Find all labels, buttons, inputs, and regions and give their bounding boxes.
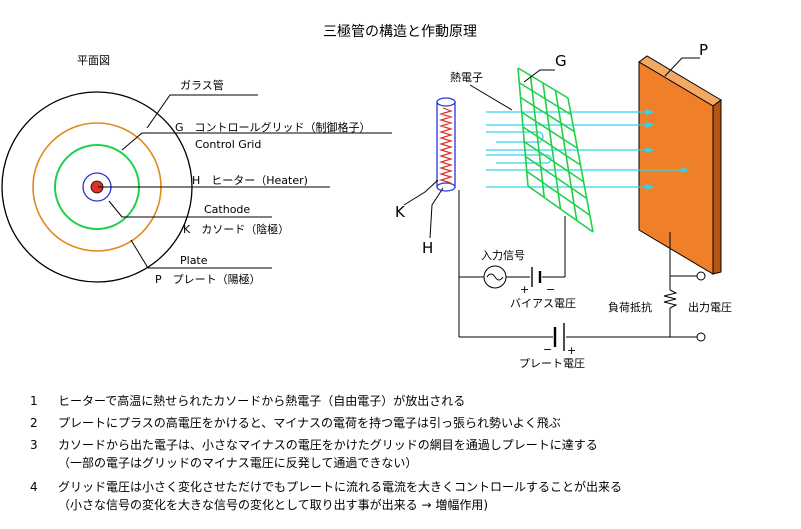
grid-wire-horizontal <box>526 170 591 216</box>
heater-letter-leader <box>429 187 444 239</box>
cathode-label-jp: K カソード（陰極） <box>183 222 289 236</box>
grid-wire-horizontal <box>525 155 588 200</box>
electron-arrowhead <box>646 147 655 153</box>
grid-wire-horizontal <box>518 82 572 116</box>
grid-wire-horizontal <box>521 111 578 149</box>
cathode-leader <box>108 200 272 218</box>
cathode-letter-leader <box>403 179 439 206</box>
cathode-bottom <box>436 182 456 192</box>
plate-minus-sign: − <box>543 343 552 356</box>
grid-letter-leader <box>523 69 555 83</box>
triode-side-view: P G 熱電子 K H <box>395 41 732 370</box>
note-line: （一部の電子はグリッドのマイナス電圧に反発して通過できない） <box>58 455 417 470</box>
glass-label: ガラス管 <box>180 78 224 92</box>
sine-wave-icon <box>486 273 504 281</box>
note-number: 2 <box>30 416 38 430</box>
glass-leader <box>146 94 258 129</box>
electron-arrowhead <box>681 167 690 173</box>
plan-view: 平面図 ガラス管 G コントロールグリッド（制御格子） Control Grid… <box>1 54 392 286</box>
cathode-top <box>436 97 456 107</box>
plate-label-jp: P プレート（陽極） <box>155 272 261 286</box>
plate-letter-leader <box>664 57 700 77</box>
grid-wire-horizontal <box>517 67 569 99</box>
input-signal-label: 入力信号 <box>481 249 525 262</box>
page-title: 三極管の構造と作動原理 <box>323 24 477 40</box>
bias-plus-sign: + <box>520 283 529 296</box>
circuit-wires <box>458 190 697 338</box>
plate <box>638 61 714 275</box>
plate-label-en: Plate <box>180 254 208 267</box>
grid-wire-horizontal <box>527 185 594 233</box>
electron-arrowhead <box>646 109 655 115</box>
thermal-electron-leader <box>469 84 513 111</box>
electron-arrowhead <box>646 122 655 128</box>
cathode-cylinder <box>436 101 456 188</box>
note-number: 1 <box>30 394 38 408</box>
plate-letter: P <box>699 41 708 59</box>
grid-label-jp: G コントロールグリッド（制御格子） <box>175 120 371 134</box>
electron-flow <box>486 109 690 190</box>
note-line: プレートにプラスの高電圧をかけると、マイナスの電荷を持つ電子は引っ張られ勢いよく… <box>58 415 561 430</box>
grid-wire-horizontal <box>523 141 585 183</box>
control-grid-mesh <box>517 67 594 233</box>
output-terminal-top <box>696 271 706 281</box>
grid-wire-horizontal <box>520 96 575 133</box>
note-number: 3 <box>30 438 38 452</box>
heater-letter: H <box>422 239 433 257</box>
grid-label-en: Control Grid <box>195 138 261 151</box>
note-line: カソードから出た電子は、小さなマイナスの電圧をかけたグリッドの網目を通過しプレー… <box>58 438 598 452</box>
plate-leader <box>130 239 272 269</box>
repelled-electron-path <box>486 131 544 143</box>
bias-voltage-label: バイアス電圧 <box>510 297 576 310</box>
note-line: グリッド電圧は小さく変化させただけでもプレートに流れる電流を大きくコントロールす… <box>58 479 622 494</box>
output-terminal-bottom <box>696 332 706 342</box>
cathode-label-en: Cathode <box>204 203 250 216</box>
grid-leader <box>121 132 392 151</box>
plate-side-face <box>712 99 722 275</box>
output-voltage-label: 出力電圧 <box>688 300 732 314</box>
explanation-notes: 1 ヒーターで高温に熱せられたカソードから熱電子（自由電子）が放出される 2 プ… <box>30 393 622 512</box>
heater-label: H ヒーター（Heater) <box>192 174 308 187</box>
cathode-assembly <box>436 97 456 192</box>
heater-coil <box>438 107 454 184</box>
thermal-electron-label: 熱電子 <box>450 71 483 84</box>
repelled-electron-path <box>486 154 552 164</box>
note-number: 4 <box>30 480 38 494</box>
grid-letter: G <box>555 52 567 70</box>
note-line: ヒーターで高温に熱せられたカソードから熱電子（自由電子）が放出される <box>58 393 465 408</box>
grid-wire-horizontal <box>522 126 581 166</box>
bias-minus-sign: − <box>546 283 555 296</box>
load-resistor-label: 負荷抵抗 <box>608 300 652 314</box>
electron-arrowhead <box>646 184 655 190</box>
cathode-letter: K <box>395 203 406 221</box>
plate-plus-sign: + <box>567 344 576 357</box>
plan-view-title: 平面図 <box>77 54 110 67</box>
load-resistor <box>663 289 678 309</box>
note-line: （小さな信号の変化を大きな信号の変化として取り出す事が出来る → 増幅作用) <box>58 497 488 512</box>
plate-voltage-label: プレート電圧 <box>519 357 585 370</box>
